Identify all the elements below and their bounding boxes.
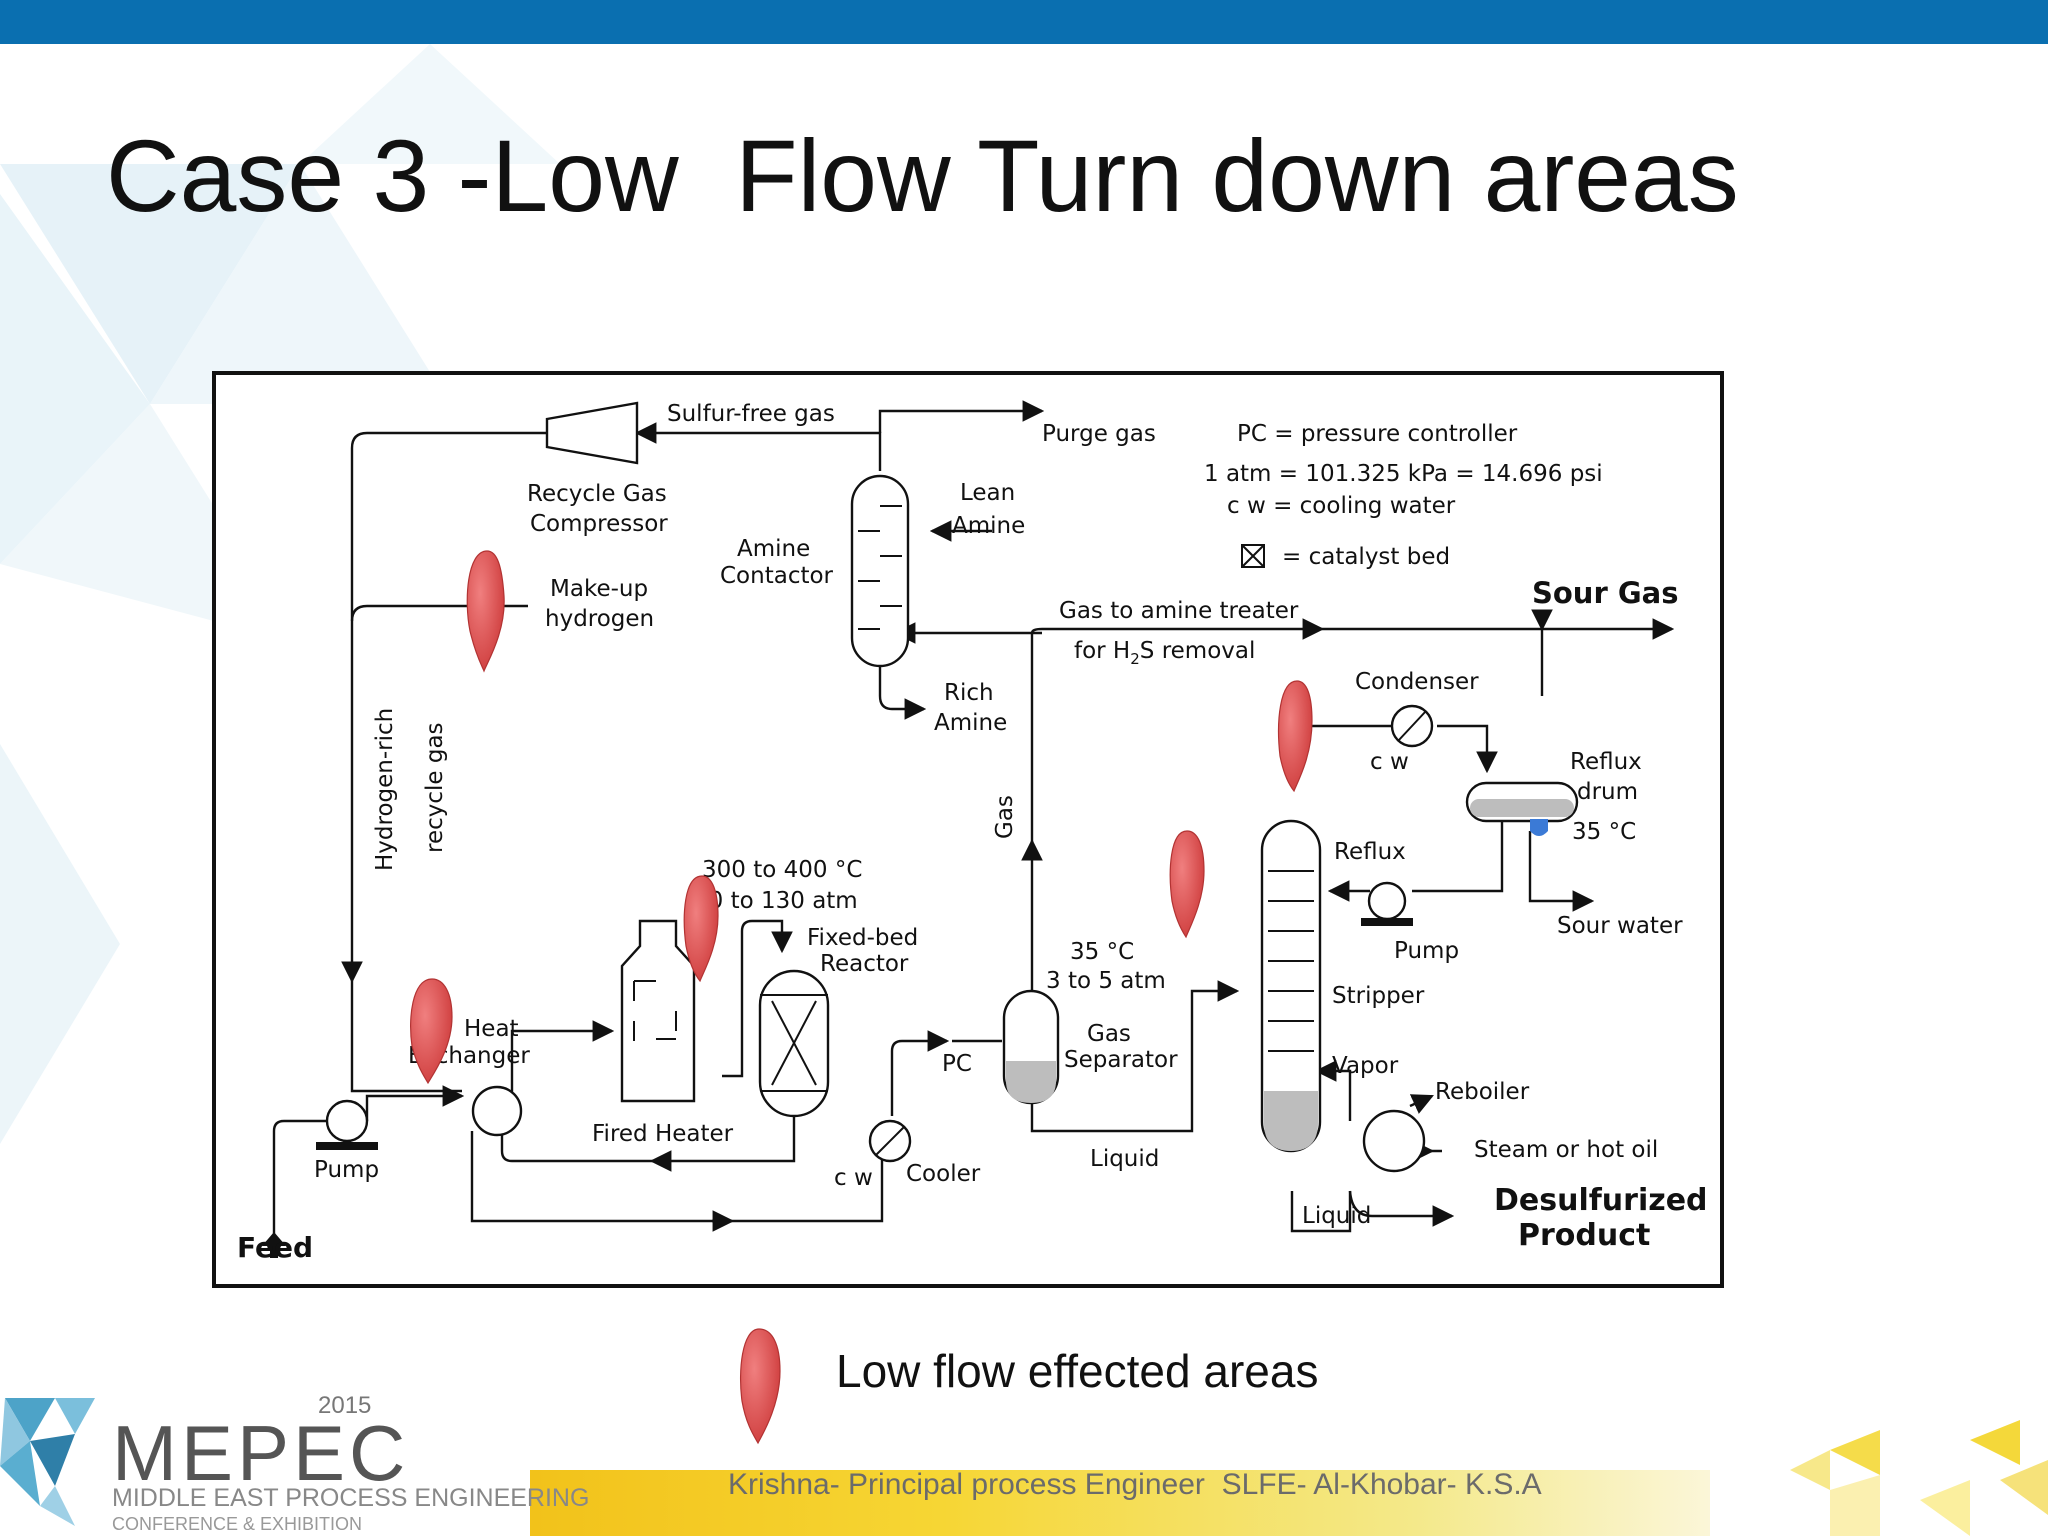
label-lean: Lean: [960, 480, 1015, 506]
label-sour-water: Sour water: [1557, 913, 1683, 939]
label-condenser: Condenser: [1355, 669, 1479, 695]
label-feed: Feed: [237, 1231, 313, 1264]
legend-cw: c w = cooling water: [1227, 493, 1456, 519]
label-h2s-removal: for H2S removal: [1074, 638, 1255, 668]
label-amine-contactor-2: Contactor: [720, 563, 834, 589]
logo-year: 2015: [318, 1392, 372, 1419]
label-liquid-sep: Liquid: [1090, 1146, 1159, 1172]
label-desulf-1: Desulfurized: [1494, 1183, 1708, 1218]
label-gas-vert: Gas: [992, 795, 1018, 839]
label-feed-pump: Pump: [314, 1157, 379, 1183]
logo-line2: CONFERENCE & EXHIBITION: [112, 1514, 363, 1534]
label-hydrogen-rich: Hydrogen-rich: [372, 708, 398, 871]
label-reboiler: Reboiler: [1435, 1079, 1530, 1105]
low-flow-marker-makeup: [466, 550, 505, 673]
background-triangle-pattern: [0, 44, 560, 1144]
label-cooler: Cooler: [906, 1161, 981, 1187]
label-cooler-cw: c w: [834, 1165, 873, 1191]
label-reflux-drum-1: Reflux: [1570, 749, 1642, 775]
label-reflux: Reflux: [1334, 839, 1406, 865]
label-reflux-pump: Pump: [1394, 938, 1459, 964]
decorative-triangles: [1790, 1420, 2048, 1536]
label-reactor-press: 30 to 130 atm: [694, 888, 858, 914]
label-sour-gas: Sour Gas: [1532, 576, 1679, 610]
label-desulf-2: Product: [1518, 1218, 1650, 1253]
footer-band: [530, 1470, 1710, 1536]
legend-pc: PC = pressure controller: [1237, 421, 1518, 447]
recycle-compressor: [545, 401, 639, 465]
reboiler: [1362, 1109, 1426, 1173]
low-flow-marker-stripper: [1169, 830, 1205, 939]
label-recycle-gas-vert: recycle gas: [422, 722, 448, 853]
label-heat-1: Heat: [464, 1016, 519, 1042]
fired-heater: [620, 919, 696, 1103]
low-flow-marker-condenser: [1278, 680, 1313, 793]
heat-exchanger: [471, 1085, 523, 1137]
label-fixed-bed-2: Reactor: [820, 951, 909, 977]
process-flow-diagram: Sulfur-free gas Purge gas PC = pressure …: [212, 371, 1724, 1288]
label-gas-to-amine: Gas to amine treater: [1059, 598, 1299, 624]
label-gas-sep-1: Gas: [1087, 1021, 1131, 1047]
label-reactor-temp: 300 to 400 °C: [702, 857, 862, 883]
top-accent-bar: [0, 0, 2048, 44]
label-fixed-bed-1: Fixed-bed: [807, 925, 918, 951]
amine-contactor: [850, 474, 910, 668]
feed-pump: [325, 1099, 369, 1143]
reflux-pump: [1367, 881, 1407, 921]
label-reflux-drum-2: drum: [1577, 779, 1638, 805]
legend-atm: 1 atm = 101.325 kPa = 14.696 psi: [1204, 461, 1603, 487]
label-pc: PC: [942, 1051, 972, 1077]
label-recycle-gas: Recycle Gas: [527, 481, 667, 507]
slide-title: Case 3 -Low Flow Turn down areas: [106, 119, 1739, 233]
label-steam: Steam or hot oil: [1474, 1137, 1658, 1163]
low-flow-marker-reactor: [683, 875, 719, 983]
logo-line1: MIDDLE EAST PROCESS ENGINEERING: [112, 1484, 590, 1512]
low-flow-marker-exchanger: [410, 978, 453, 1085]
label-makeup-1: Make-up: [550, 576, 648, 602]
label-makeup-2: hydrogen: [545, 606, 654, 632]
label-compressor: Compressor: [530, 511, 668, 537]
label-sep-temp: 35 °C: [1070, 939, 1134, 965]
label-rich: Rich: [944, 680, 994, 706]
logo-name: MEPEC: [112, 1409, 410, 1497]
label-gas-sep-2: Separator: [1064, 1047, 1178, 1073]
label-fired-heater: Fired Heater: [592, 1121, 734, 1147]
footer-text: Krishna- Principal process Engineer SLFE…: [728, 1468, 1542, 1501]
label-sep-press: 3 to 5 atm: [1046, 968, 1166, 994]
label-sulfur-free-gas: Sulfur-free gas: [667, 401, 835, 427]
label-drum-temp: 35 °C: [1572, 819, 1636, 845]
diagram-frame: [212, 371, 1724, 1288]
label-condenser-cw: c w: [1370, 749, 1409, 775]
label-lean-amine: Amine: [952, 513, 1025, 539]
legend-catalyst: = catalyst bed: [1282, 544, 1450, 570]
mepec-logo-icon: [0, 1398, 95, 1526]
label-stripper: Stripper: [1332, 983, 1425, 1009]
red-marker-icon: [740, 1328, 781, 1445]
label-purge-gas: Purge gas: [1042, 421, 1156, 447]
label-liquid-bottom: Liquid: [1302, 1203, 1371, 1229]
label-amine-contactor-1: Amine: [737, 536, 810, 562]
label-rich-amine: Amine: [934, 710, 1007, 736]
label-vapor: Vapor: [1332, 1053, 1399, 1079]
legend-label: Low flow effected areas: [836, 1345, 1319, 1397]
